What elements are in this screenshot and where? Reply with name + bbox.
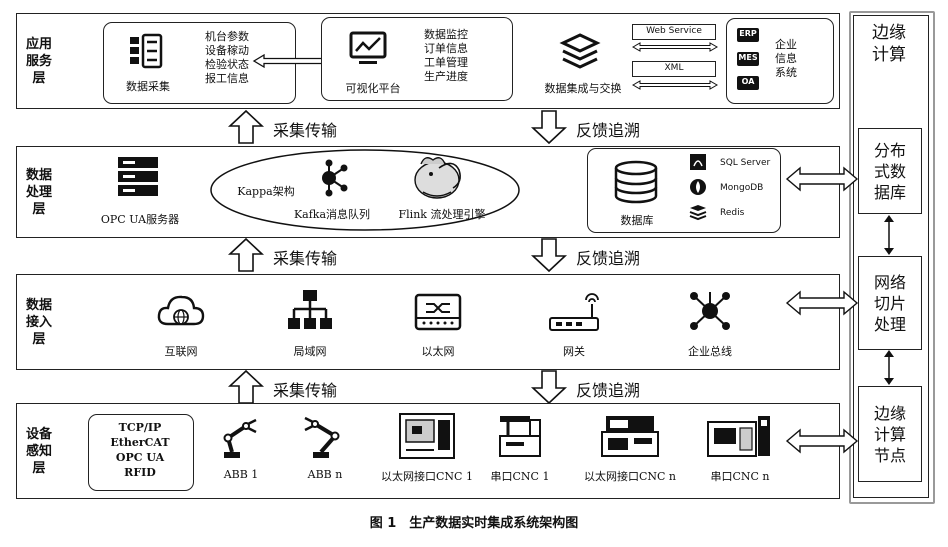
visualization-item: 数据监控 <box>424 28 468 41</box>
upload-label: 采集传输 <box>273 249 338 268</box>
horizontal-double-arrow <box>785 166 859 192</box>
kafka-label: Kafka消息队列 <box>293 208 371 221</box>
upload-label: 采集传输 <box>273 121 338 140</box>
ethernet-switch-icon <box>414 293 462 331</box>
data-collection-icon <box>130 33 163 69</box>
edge-node-box: 边缘 计算 节点 <box>858 386 922 482</box>
robot-arm-icon <box>304 416 340 458</box>
distributed-db-box: 分布 式数 据库 <box>858 128 922 214</box>
web-service-box: Web Service <box>632 24 716 40</box>
cnc-machine-icon <box>707 416 770 457</box>
collection-item: 机台参数 <box>205 30 249 43</box>
collection-item: 检验状态 <box>205 58 249 71</box>
application-layer-label: 应用 服务 层 <box>25 36 52 86</box>
redis-label: Redis <box>720 208 745 218</box>
edge-computing-inner <box>853 15 929 498</box>
abbn-label: ABB n <box>307 468 343 481</box>
visualization-box <box>321 17 513 101</box>
internet-label: 互联网 <box>164 345 198 358</box>
lan-label: 局域网 <box>293 345 327 358</box>
edge-computing-title: 边缘 计算 <box>872 23 906 65</box>
access-layer-label: 数据 接入 层 <box>25 297 52 347</box>
processing-layer-label: 数据 处理 层 <box>25 167 52 217</box>
sql-server-icon <box>690 154 706 170</box>
cnc-machine-icon <box>499 416 541 457</box>
vertical-double-arrow <box>884 215 894 255</box>
data-collection-label: 数据采集 <box>126 80 170 93</box>
mongodb-label: MongoDB <box>720 183 764 193</box>
integration-label: 数据集成与交换 <box>544 82 622 95</box>
layers-icon <box>559 33 601 69</box>
cnc-machine-icon <box>601 416 659 457</box>
opc-server-label: OPC UA服务器 <box>100 213 180 226</box>
xml-box: XML <box>632 61 716 77</box>
up-arrow-icon <box>227 237 265 272</box>
horizontal-double-arrow <box>785 290 859 316</box>
perception-layer-label: 设备 感知 层 <box>25 426 52 476</box>
robot-arm-icon <box>223 418 257 458</box>
horizontal-double-arrow <box>785 428 859 454</box>
flink-squirrel-icon <box>414 157 461 199</box>
lan-icon <box>288 290 332 329</box>
protocols-box <box>88 414 194 491</box>
database-icon <box>614 160 658 204</box>
abb1-label: ABB 1 <box>223 468 259 481</box>
protocol-item: OPC UA <box>115 451 165 464</box>
down-arrow-icon <box>530 110 568 145</box>
down-arrow-icon <box>530 370 568 405</box>
eth-cnc1-label: 以太网接口CNC 1 <box>381 470 473 483</box>
router-gateway-icon <box>549 293 599 331</box>
eth-cncn-label: 以太网接口CNC n <box>583 470 677 483</box>
erp-icon: ERP <box>737 28 759 42</box>
cloud-globe-icon <box>157 295 205 326</box>
enterprise-bus-icon <box>690 292 730 330</box>
feedback-label: 反馈追溯 <box>576 121 641 140</box>
feedback-label: 反馈追溯 <box>576 381 641 400</box>
monitor-chart-icon <box>349 31 387 64</box>
double-arrow-icon <box>631 42 719 52</box>
gateway-label: 网关 <box>563 345 585 358</box>
visualization-label: 可视化平台 <box>345 82 401 95</box>
bus-label: 企业总线 <box>688 345 732 358</box>
mes-icon: MES <box>737 52 759 66</box>
collection-item: 报工信息 <box>205 72 249 85</box>
server-icon <box>118 157 158 196</box>
serial-cncn-label: 串口CNC n <box>710 470 770 483</box>
cnc-machine-icon <box>399 413 455 459</box>
up-arrow-icon <box>227 109 265 144</box>
network-slicing-box: 网络 切片 处理 <box>858 256 922 350</box>
flink-label: Flink 流处理引擎 <box>398 208 486 221</box>
protocol-item: TCP/IP <box>118 421 162 434</box>
protocol-item: EtherCAT <box>110 436 170 449</box>
ethernet-label: 以太网 <box>421 345 455 358</box>
protocol-item: RFID <box>124 466 156 479</box>
figure-caption: 图 1 生产数据实时集成系统架构图 <box>369 516 579 531</box>
down-arrow-icon <box>530 238 568 273</box>
visualization-item: 生产进度 <box>424 70 468 83</box>
kappa-label: Kappa架构 <box>237 185 295 198</box>
serial-cnc1-label: 串口CNC 1 <box>490 470 550 483</box>
visualization-item: 工单管理 <box>424 56 468 69</box>
enterprise-label: 企业 信息 系统 <box>775 38 797 79</box>
feedback-label: 反馈追溯 <box>576 249 641 268</box>
redis-icon <box>689 205 707 221</box>
kafka-icon <box>322 159 348 197</box>
collection-item: 设备稼动 <box>205 44 249 57</box>
database-label: 数据库 <box>620 214 654 227</box>
upload-label: 采集传输 <box>273 381 338 400</box>
visualization-item: 订单信息 <box>424 42 468 55</box>
vertical-double-arrow <box>884 350 894 385</box>
sql-server-label: SQL Server <box>720 158 771 168</box>
mongodb-icon <box>690 179 706 195</box>
up-arrow-icon <box>227 369 265 404</box>
oa-icon: OA <box>737 76 759 90</box>
protocol-list: TCP/IP EtherCAT OPC UA RFID <box>88 420 192 480</box>
double-arrow-icon <box>631 80 719 90</box>
visualization-items: 数据监控 订单信息 工单管理 生产进度 <box>424 28 504 84</box>
data-collection-items: 机台参数 设备稼动 检验状态 报工信息 <box>205 30 275 86</box>
